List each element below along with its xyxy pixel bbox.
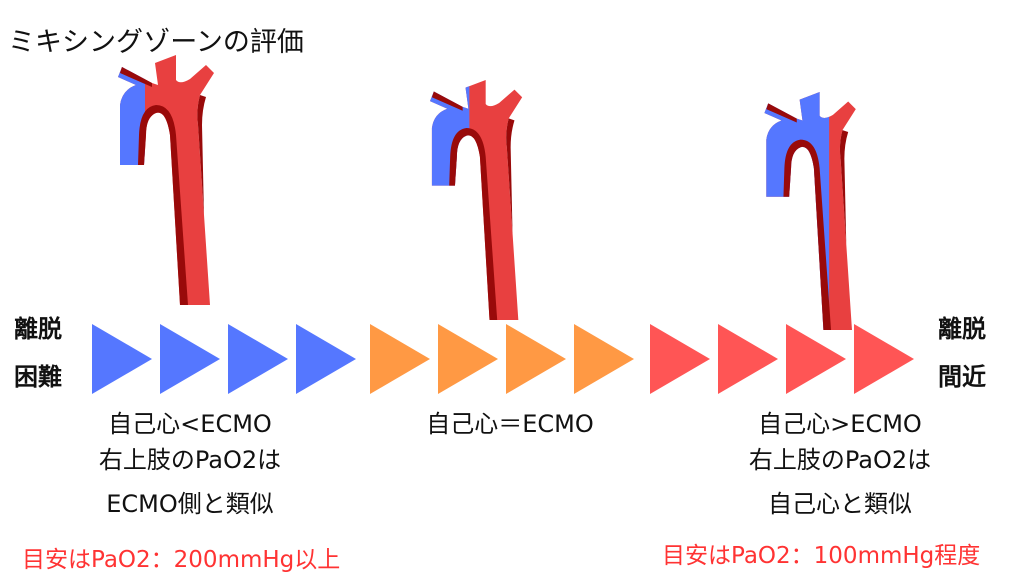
caption-line: 右上肢のPaO2は — [748, 446, 932, 474]
arrow-triangle-orange — [574, 324, 634, 394]
arrow-triangle-blue — [160, 324, 220, 394]
stage-3-caption: 自己心>ECMO 右上肢のPaO2は 自己心と類似 — [730, 406, 950, 522]
arrow-triangle-orange — [370, 324, 430, 394]
page-title: ミキシングゾーンの評価 — [8, 27, 304, 58]
arrow-triangle-orange — [438, 324, 498, 394]
caption-line: 自己心と類似 — [768, 490, 912, 518]
caption-line: ECMO側と類似 — [106, 490, 274, 518]
caption-line: 自己心>ECMO — [758, 410, 922, 438]
stage-3-target: 目安はPaO2：100mmHg程度 — [662, 543, 981, 569]
left-label-line: 困難 — [14, 363, 62, 391]
right-label-line: 離脱 — [938, 315, 986, 343]
caption-line: 自己心<ECMO — [108, 410, 272, 438]
right-label: 離脱 間近 — [938, 305, 986, 401]
arrow-triangle-blue — [228, 324, 288, 394]
arrow-triangle-blue — [296, 324, 356, 394]
arrow-triangle-red — [650, 324, 710, 394]
caption-line: 自己心＝ECMO — [426, 410, 594, 438]
left-label-line: 離脱 — [14, 315, 62, 343]
stage-2-caption: 自己心＝ECMO — [400, 406, 620, 442]
stage-1-target: 目安はPaO2：200mmHg以上 — [22, 547, 341, 573]
arrow-triangle-blue — [92, 324, 152, 394]
stage-1-caption: 自己心<ECMO 右上肢のPaO2は ECMO側と類似 — [80, 406, 300, 522]
caption-line: 右上肢のPaO2は — [98, 446, 282, 474]
arrow-triangle-red — [854, 324, 914, 394]
arrow-triangle-orange — [506, 324, 566, 394]
arrow-triangle-red — [718, 324, 778, 394]
right-label-line: 間近 — [938, 363, 986, 391]
left-label: 離脱 困難 — [14, 305, 62, 401]
arrow-triangle-red — [786, 324, 846, 394]
